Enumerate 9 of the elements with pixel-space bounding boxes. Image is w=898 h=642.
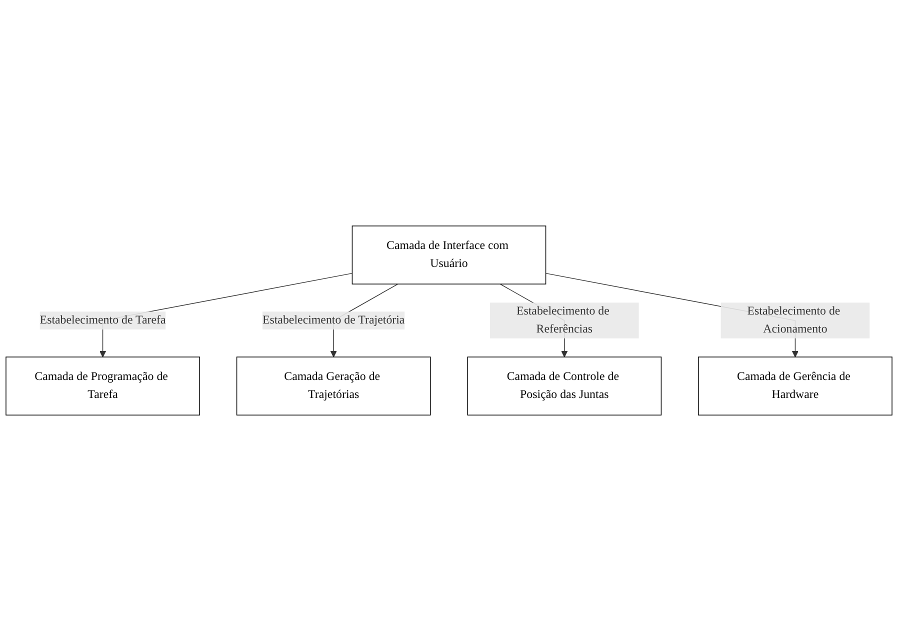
node-box: Camada Geração de Trajetórias [236, 357, 431, 416]
edge-label: Estabelecimento de Tarefa [40, 314, 166, 327]
edge-label: Estabelecimento de Acionamento [747, 305, 840, 336]
node-box: Camada de Controle de Posição das Juntas [467, 357, 662, 416]
node-box: Camada de Gerência de Hardware [698, 357, 892, 416]
node-box: Camada de Programação de Tarefa [6, 357, 200, 416]
edge-label: Estabelecimento de Trajetória [262, 314, 405, 327]
node-box: Camada de Interface com Usuário [352, 226, 546, 285]
edge-label: Estabelecimento de Referências [516, 305, 610, 336]
